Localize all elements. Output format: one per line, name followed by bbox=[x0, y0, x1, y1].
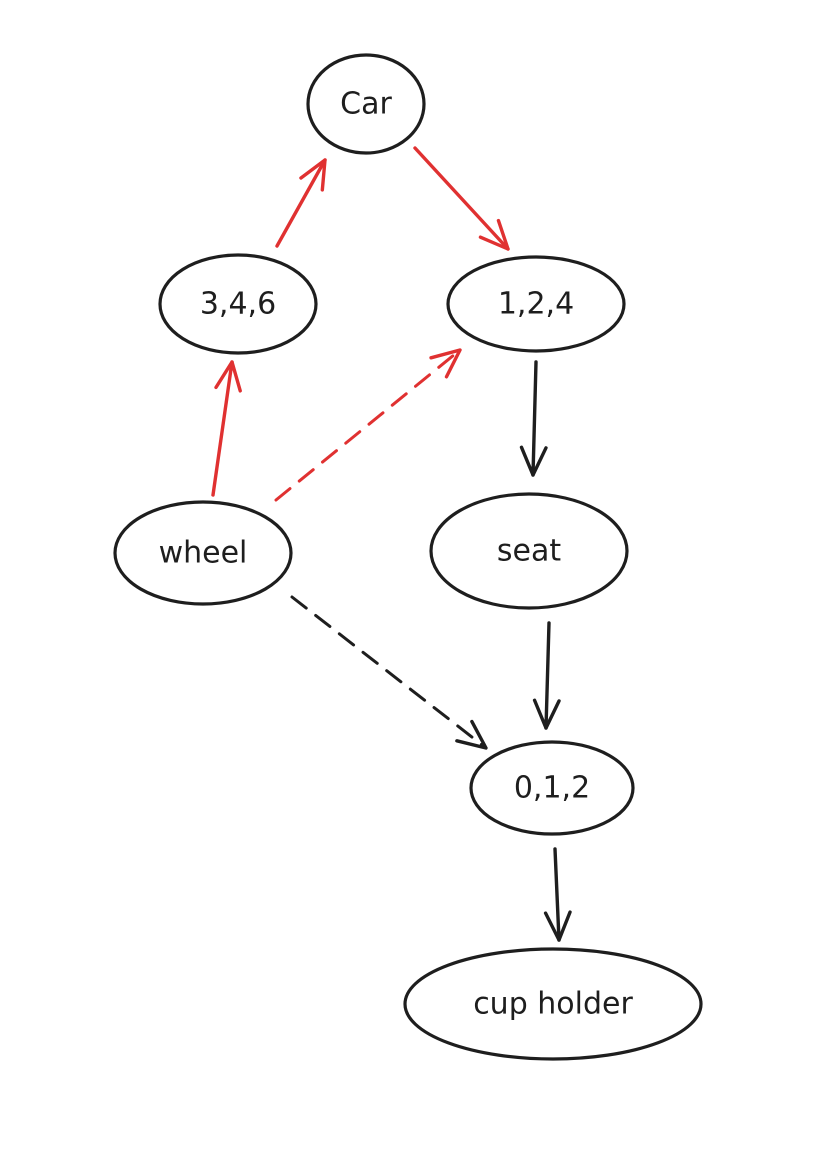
node-car-ellipse bbox=[306, 53, 426, 155]
node-car-label: Car bbox=[340, 87, 392, 122]
edge-seat-to-n012 bbox=[532, 621, 561, 730]
edge-n346-to-car bbox=[275, 158, 327, 248]
edge-n012-to-cupholder bbox=[543, 847, 572, 942]
node-3-4-6-label: 3,4,6 bbox=[200, 287, 276, 322]
node-3-4-6-ellipse bbox=[158, 253, 318, 355]
edge-line bbox=[275, 158, 327, 248]
edge-wheel-to-n346 bbox=[211, 360, 242, 497]
arrowhead-icon bbox=[214, 360, 242, 393]
edge-line bbox=[553, 847, 561, 942]
arrowhead-icon bbox=[478, 218, 510, 251]
node-0-1-2: 0,1,2 bbox=[469, 740, 635, 836]
edge-line bbox=[211, 360, 234, 497]
edge-car-to-n124 bbox=[413, 146, 510, 251]
node-0-1-2-ellipse bbox=[469, 740, 635, 836]
node-3-4-6: 3,4,6 bbox=[158, 253, 318, 355]
arrowhead-icon bbox=[543, 910, 572, 942]
edge-wheel-to-n124 bbox=[274, 348, 462, 502]
node-wheel-label: wheel bbox=[159, 536, 248, 571]
node-cup-holder-ellipse bbox=[403, 947, 703, 1061]
node-seat-ellipse bbox=[429, 492, 629, 610]
edge-line bbox=[544, 621, 551, 730]
node-cup-holder: cup holder bbox=[403, 947, 703, 1061]
node-wheel: wheel bbox=[113, 500, 293, 606]
arrowhead-icon bbox=[532, 698, 561, 730]
node-seat-label: seat bbox=[497, 534, 561, 569]
node-cup-holder-label: cup holder bbox=[473, 987, 633, 1022]
nodes-layer: Car 3,4,6 1,2,4 wheel seat 0,1,2 cup hol… bbox=[113, 53, 703, 1061]
edge-wheel-to-n012 bbox=[290, 595, 488, 750]
node-1-2-4-label: 1,2,4 bbox=[498, 287, 574, 322]
edge-n124-to-seat bbox=[519, 360, 548, 477]
arrowhead-icon bbox=[299, 158, 327, 192]
node-car: Car bbox=[306, 53, 426, 155]
node-1-2-4-ellipse bbox=[446, 255, 626, 353]
edge-line bbox=[290, 595, 488, 750]
node-1-2-4: 1,2,4 bbox=[446, 255, 626, 353]
edge-line bbox=[413, 146, 510, 251]
node-0-1-2-label: 0,1,2 bbox=[514, 771, 590, 806]
node-wheel-ellipse bbox=[113, 500, 293, 606]
arrowhead-icon bbox=[429, 348, 462, 379]
edge-line bbox=[531, 360, 538, 477]
node-seat: seat bbox=[429, 492, 629, 610]
arrowhead-icon bbox=[519, 445, 548, 477]
arrowhead-icon bbox=[455, 719, 488, 750]
edge-line bbox=[274, 348, 462, 502]
edges-layer bbox=[211, 146, 572, 942]
